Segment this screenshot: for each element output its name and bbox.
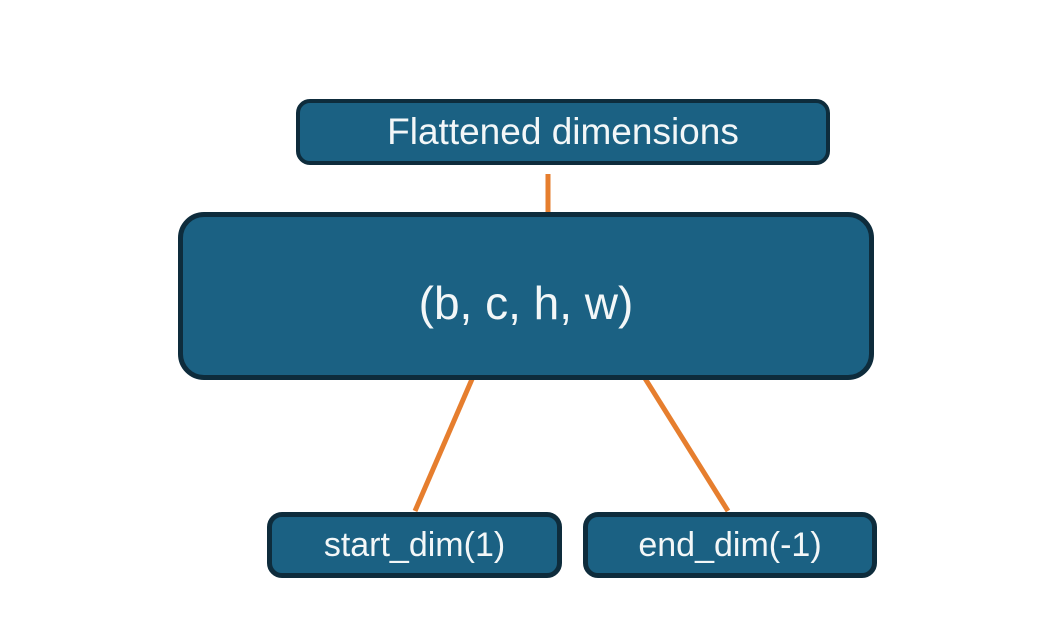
node-end-dim-label: end_dim(-1) — [638, 525, 822, 564]
node-end-dim: end_dim(-1) — [583, 512, 877, 578]
node-tensor-shape-label: (b, c, h, w) — [418, 277, 634, 329]
node-start-dim-label: start_dim(1) — [323, 525, 506, 564]
node-start-dim: start_dim(1) — [267, 512, 562, 578]
node-flattened-dimensions-label: Flattened dimensions — [387, 111, 739, 152]
node-tensor-shape: (b, c, h, w) — [178, 212, 874, 380]
node-flattened-dimensions: Flattened dimensions — [296, 99, 830, 165]
